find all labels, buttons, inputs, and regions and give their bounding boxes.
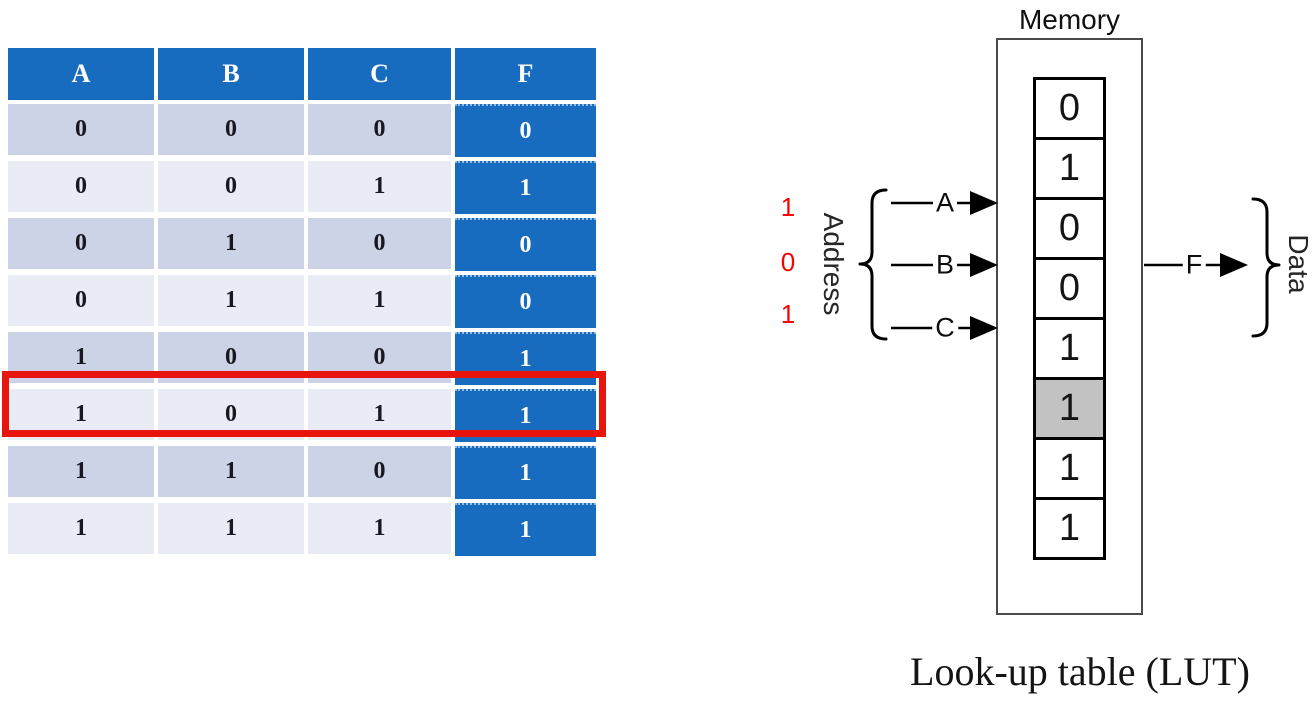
address-bit-c: 1 [780, 299, 796, 329]
memory-cell: 1 [1033, 377, 1106, 440]
truth-table-output-cell: 1 [455, 161, 596, 214]
column-header-b: B [158, 48, 304, 100]
truth-table-input-cell: 0 [8, 275, 154, 326]
truth-table-input-cell: 0 [158, 104, 304, 155]
truth-table-input-cell: 0 [158, 332, 304, 383]
truth-table-input-cell: 0 [308, 446, 451, 497]
truth-table-input-cell: 0 [308, 332, 451, 383]
truth-table-output-cell: 1 [455, 503, 596, 556]
truth-table-input-cell: 1 [308, 503, 451, 554]
output-label-f: F [1182, 251, 1206, 279]
column-header-c: C [308, 48, 451, 100]
left-brace-icon [858, 188, 888, 341]
truth-table-input-cell: 1 [8, 503, 154, 554]
truth-table-input-cell: 1 [158, 446, 304, 497]
data-label: Data [1283, 234, 1314, 294]
truth-table-output-cell: 0 [455, 218, 596, 271]
input-label-a: A [932, 189, 958, 217]
truth-table-input-cell: 1 [308, 275, 451, 326]
truth-table-input-cell: 1 [308, 161, 451, 212]
memory-cell: 1 [1033, 497, 1106, 560]
column-header-a: A [8, 48, 154, 100]
truth-table-output-cell: 1 [455, 389, 596, 442]
truth-table-input-cell: 1 [8, 389, 154, 440]
memory-cell: 0 [1033, 77, 1106, 140]
input-label-c: C [932, 314, 958, 342]
truth-table-input-cell: 0 [158, 161, 304, 212]
truth-table-output-cell: 1 [455, 332, 596, 385]
figure-caption: Look-up table (LUT) [910, 649, 1250, 694]
truth-table-input-cell: 1 [158, 218, 304, 269]
address-bit-b: 0 [780, 247, 796, 277]
truth-table-output-cell: 0 [455, 275, 596, 328]
truth-table-input-cell: 1 [308, 389, 451, 440]
truth-table-header-row: A B C F [8, 48, 596, 100]
truth-table-input-cell: 0 [8, 161, 154, 212]
truth-table-input-cell: 0 [8, 218, 154, 269]
address-bit-a: 1 [780, 192, 796, 222]
truth-table-input-cell: 0 [158, 389, 304, 440]
right-brace-icon [1251, 197, 1281, 338]
column-header-f: F [455, 48, 596, 100]
memory-cell: 1 [1033, 317, 1106, 380]
memory-title: Memory [1018, 4, 1121, 35]
truth-table-input-cell: 0 [8, 104, 154, 155]
memory-cell: 0 [1033, 257, 1106, 320]
truth-table-output-cell: 0 [455, 104, 596, 157]
truth-table-input-cell: 0 [308, 218, 451, 269]
truth-table-input-cell: 0 [308, 104, 451, 155]
truth-table-input-cell: 1 [158, 503, 304, 554]
memory-cell: 0 [1033, 197, 1106, 260]
truth-table-input-cell: 1 [8, 332, 154, 383]
address-label: Address [818, 212, 849, 316]
truth-table-input-cell: 1 [158, 275, 304, 326]
input-label-b: B [932, 251, 958, 279]
memory-cell: 1 [1033, 437, 1106, 500]
truth-table-input-cell: 1 [8, 446, 154, 497]
memory-cell: 1 [1033, 137, 1106, 200]
truth-table-output-cell: 1 [455, 446, 596, 499]
